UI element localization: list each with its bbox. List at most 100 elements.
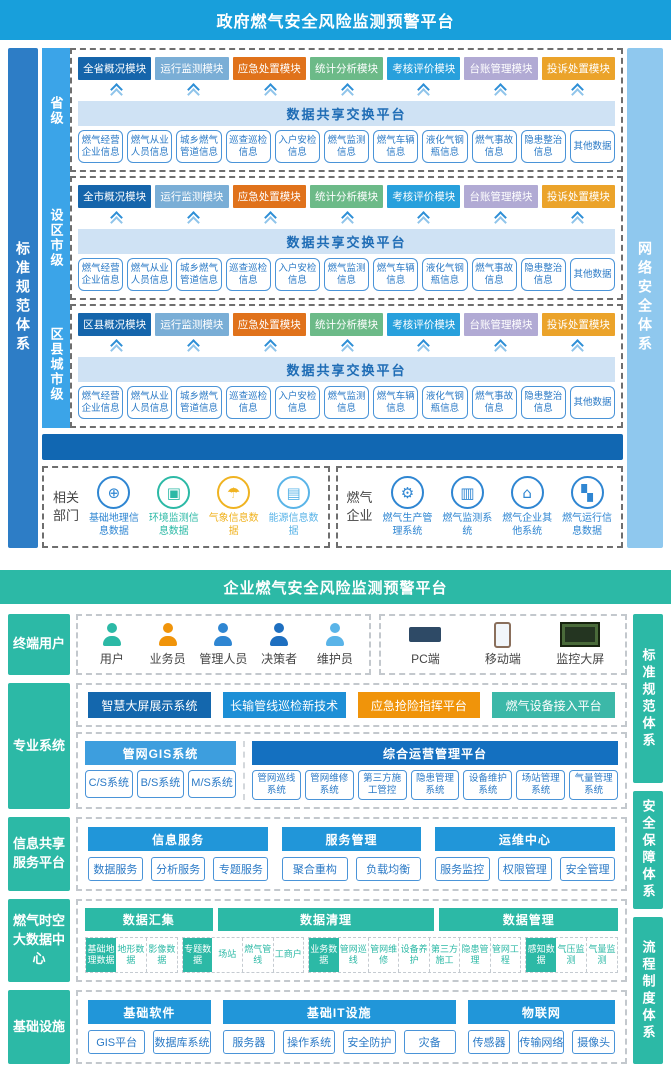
- globe-icon: ⊕: [97, 476, 131, 509]
- operations-platform-group: 综合运营管理平台 管网巡线系统 管网维修系统 第三方施工管控: [245, 741, 619, 800]
- module-button: 统计分析模块: [309, 57, 384, 80]
- module-button: 运行监测模块: [155, 185, 229, 208]
- module-button: 全市概况模块: [78, 185, 152, 208]
- data-item: 燃气经营企业信息: [78, 386, 124, 419]
- operations-subsystem-item: 管网巡线系统: [251, 770, 301, 800]
- standards-system-sidebar: 标准规范体系: [8, 48, 38, 548]
- module-button: 考核评价模块: [387, 185, 461, 208]
- chevron-up-icon: [264, 84, 276, 96]
- infrastructure-item: 传输网络: [518, 1030, 565, 1054]
- service-group: 服务管理 聚合重构 负载均衡: [282, 827, 421, 881]
- government-section: 标准规范体系 省级 设区市级 区县城市级: [0, 40, 671, 556]
- big-data-item: 燃气管线: [243, 938, 274, 972]
- big-data-center-row-label: 燃气时空大数据中心: [8, 899, 70, 982]
- operations-subsystem-item: 气量管理系统: [569, 770, 619, 800]
- system-pillar-label: 标准规范体系: [633, 614, 663, 784]
- data-item: 城乡燃气管道信息: [176, 258, 222, 291]
- data-item: 城乡燃气管道信息: [176, 386, 222, 419]
- data-item: 入户安检信息: [274, 386, 320, 419]
- users-box: 用户 业务员 管理人员: [76, 614, 371, 675]
- network-security-sidebar: 网络安全体系: [627, 48, 663, 548]
- operations-subsystem-item: 设备维护系统: [463, 770, 513, 800]
- department-data-label: 气象信息数据: [208, 513, 259, 537]
- gis-system-group: 管网GIS系统 C/S系统 B/S系统 M/S系统: [85, 741, 245, 800]
- infrastructure-group-header: 基础软件: [88, 1000, 211, 1024]
- service-item: 负载均衡: [355, 857, 421, 881]
- enterprise-system-label: 燃气监测系统: [442, 513, 493, 537]
- infrastructure-group: 基础IT设施 服务器 操作系统 安全防护: [222, 1000, 456, 1054]
- data-item: 隐患整治信息: [520, 386, 566, 419]
- enterprise-right-sidebar: 标准规范体系 安全保障体系 流程制度体系: [633, 614, 663, 1064]
- enterprise-platform-title: 企业燃气安全风险监测预警平台: [0, 570, 671, 604]
- data-item: 燃气从业人员信息: [127, 386, 173, 419]
- service-item: 服务监控: [434, 857, 490, 881]
- module-button: 台账管理模块: [464, 313, 538, 336]
- professional-systems-row-label: 专业系统: [8, 683, 70, 809]
- infrastructure-group: 基础软件 GIS平台 数据库系统: [88, 1000, 211, 1054]
- data-item: 燃气车辆信息: [373, 130, 419, 163]
- operations-platform-header: 综合运营管理平台: [251, 741, 618, 765]
- level-name-label: 省级: [48, 96, 64, 127]
- big-data-group: 基础地理数据 地形数据 影像数据: [85, 937, 178, 973]
- chevron-up-icon: [110, 340, 122, 352]
- operations-subsystem-item: 第三方施工管控: [357, 770, 407, 800]
- infrastructure-group-header: 基础IT设施: [222, 1000, 456, 1024]
- operations-subsystem-item: 隐患管理系统: [410, 770, 460, 800]
- module-button: 考核评价模块: [387, 57, 461, 80]
- system-button: 长输管线巡检新技术: [222, 692, 346, 718]
- department-data-label: 能源信息数据: [268, 513, 319, 537]
- device-item: 监控大屏: [542, 622, 619, 667]
- device-label: PC端: [411, 652, 440, 666]
- enterprise-section: 终端用户 用户 业务员: [0, 604, 671, 1076]
- enterprise-building-icon: ⌂: [510, 476, 544, 509]
- module-button: 应急处置模块: [232, 185, 306, 208]
- data-item: 燃气车辆信息: [373, 258, 419, 291]
- chevron-up-icon: [264, 340, 276, 352]
- related-departments-label: 相关部门: [52, 490, 79, 523]
- monitor-wall-icon: [560, 622, 600, 647]
- data-item: 其他数据: [569, 258, 616, 291]
- user-item: 维护员: [307, 622, 363, 667]
- data-exchange-platform-bar: 数据共享交换平台: [78, 229, 615, 254]
- service-group-header: 服务管理: [282, 827, 421, 851]
- gis-subsystem-item: B/S系统: [136, 770, 185, 798]
- big-data-item: 设备养护: [399, 938, 430, 972]
- chevron-up-icon: [417, 84, 429, 96]
- data-stage-header: 数据汇集: [85, 908, 213, 931]
- chevron-up-icon: [110, 212, 122, 224]
- data-item: 燃气车辆信息: [373, 386, 419, 419]
- energy-monitor-icon: ▤: [277, 476, 311, 509]
- level-name-label: 区县城市级: [48, 327, 64, 403]
- big-data-box: 数据汇集 数据清理 数据管理: [76, 899, 627, 982]
- data-item: 液化气钢瓶信息: [422, 130, 468, 163]
- gas-enterprises-box: 燃气企业 ⚙ 燃气生产管理系统 ▥ 燃气监测系统: [335, 466, 623, 548]
- big-data-item: 气压监测: [556, 938, 588, 972]
- devices-box: PC端 移动端 监控大屏: [378, 614, 627, 675]
- chevron-up-icon: [494, 84, 506, 96]
- big-data-item: 基础地理数据: [86, 938, 116, 972]
- system-button: 应急抢险指挥平台: [357, 692, 481, 718]
- chevron-up-icon: [187, 212, 199, 224]
- module-button: 台账管理模块: [464, 185, 538, 208]
- chevron-up-icon: [341, 212, 353, 224]
- big-data-item: 地形数据: [116, 938, 147, 972]
- person-icon: [100, 622, 124, 647]
- infrastructure-item: 摄像头: [572, 1030, 615, 1054]
- chevron-up-icon: [187, 84, 199, 96]
- service-group-header: 运维中心: [434, 827, 615, 851]
- user-item: 用户: [84, 622, 140, 667]
- enterprise-system-item: ▥ 燃气监测系统: [437, 476, 497, 538]
- department-data-label: 基础地理信息数据: [88, 513, 139, 537]
- chevron-up-icon: [571, 84, 583, 96]
- pc-icon: [405, 622, 445, 647]
- government-levels-strip: 省级 设区市级 区县城市级: [42, 48, 70, 428]
- level-block: 全省概况模块 运行监测模块 应急处置模块 统计分析模块 考核评价模块: [70, 48, 623, 172]
- data-item: 燃气监测信息: [323, 258, 370, 291]
- data-item: 燃气从业人员信息: [127, 258, 173, 291]
- big-data-item: 影像数据: [148, 943, 176, 965]
- level-block: 全市概况模块 运行监测模块 应急处置模块 统计分析模块 考核评价模块: [70, 176, 623, 300]
- data-item: 隐患整治信息: [520, 258, 566, 291]
- chevron-up-icon: [494, 212, 506, 224]
- data-item: 燃气经营企业信息: [78, 258, 124, 291]
